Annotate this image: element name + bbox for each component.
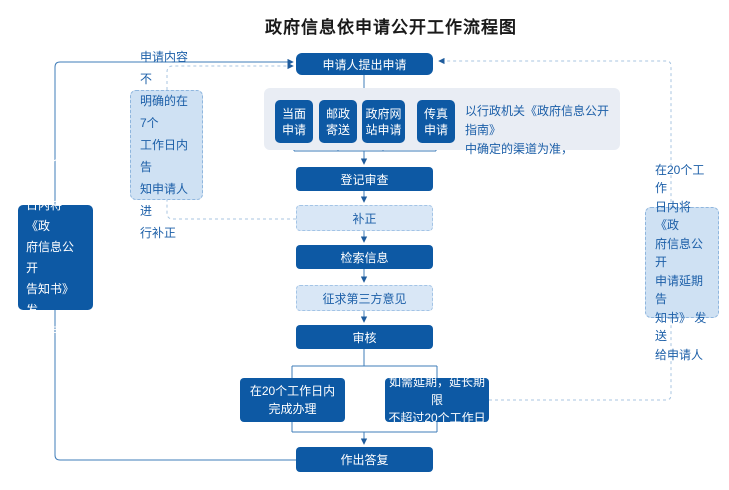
node-apply: 申请人提出申请 (296, 53, 433, 75)
node-reply: 作出答复 (296, 447, 433, 472)
node-supplement: 补正 (296, 205, 433, 231)
node-register: 登记审查 (296, 167, 433, 191)
node-channel-website: 政府网 站申请 (362, 100, 405, 143)
note-send-disclosure-notice: 在20个工作 日内将《政 府信息公开 告知书》发 送给申请人 (18, 156, 93, 359)
page-title: 政府信息依申请公开工作流程图 (265, 18, 517, 37)
node-channel-in-person: 当面 申请 (275, 100, 313, 143)
node-channel-postal: 邮政 寄送 (319, 100, 357, 143)
node-retrieve: 检索信息 (296, 245, 433, 269)
node-third-party: 征求第三方意见 (296, 285, 433, 311)
node-channel-fax: 传真 申请 (417, 100, 455, 143)
node-review: 审核 (296, 325, 433, 349)
node-extend: 如需延期，延长期限 不超过20个工作日 (385, 375, 489, 425)
channels-note: 以行政机关《政府信息公开指南》 中确定的渠道为准， (465, 104, 610, 156)
note-unclear-application: 申请内容不 明确的在7个 工作日内告 知申请人进 行补正 (130, 50, 203, 240)
note-send-extension-notice: 在20个工作 日内将《政 府信息公开 申请延期告 知书》 发送 给申请人 (645, 163, 719, 362)
node-complete: 在20个工作日内 完成办理 (240, 378, 345, 422)
